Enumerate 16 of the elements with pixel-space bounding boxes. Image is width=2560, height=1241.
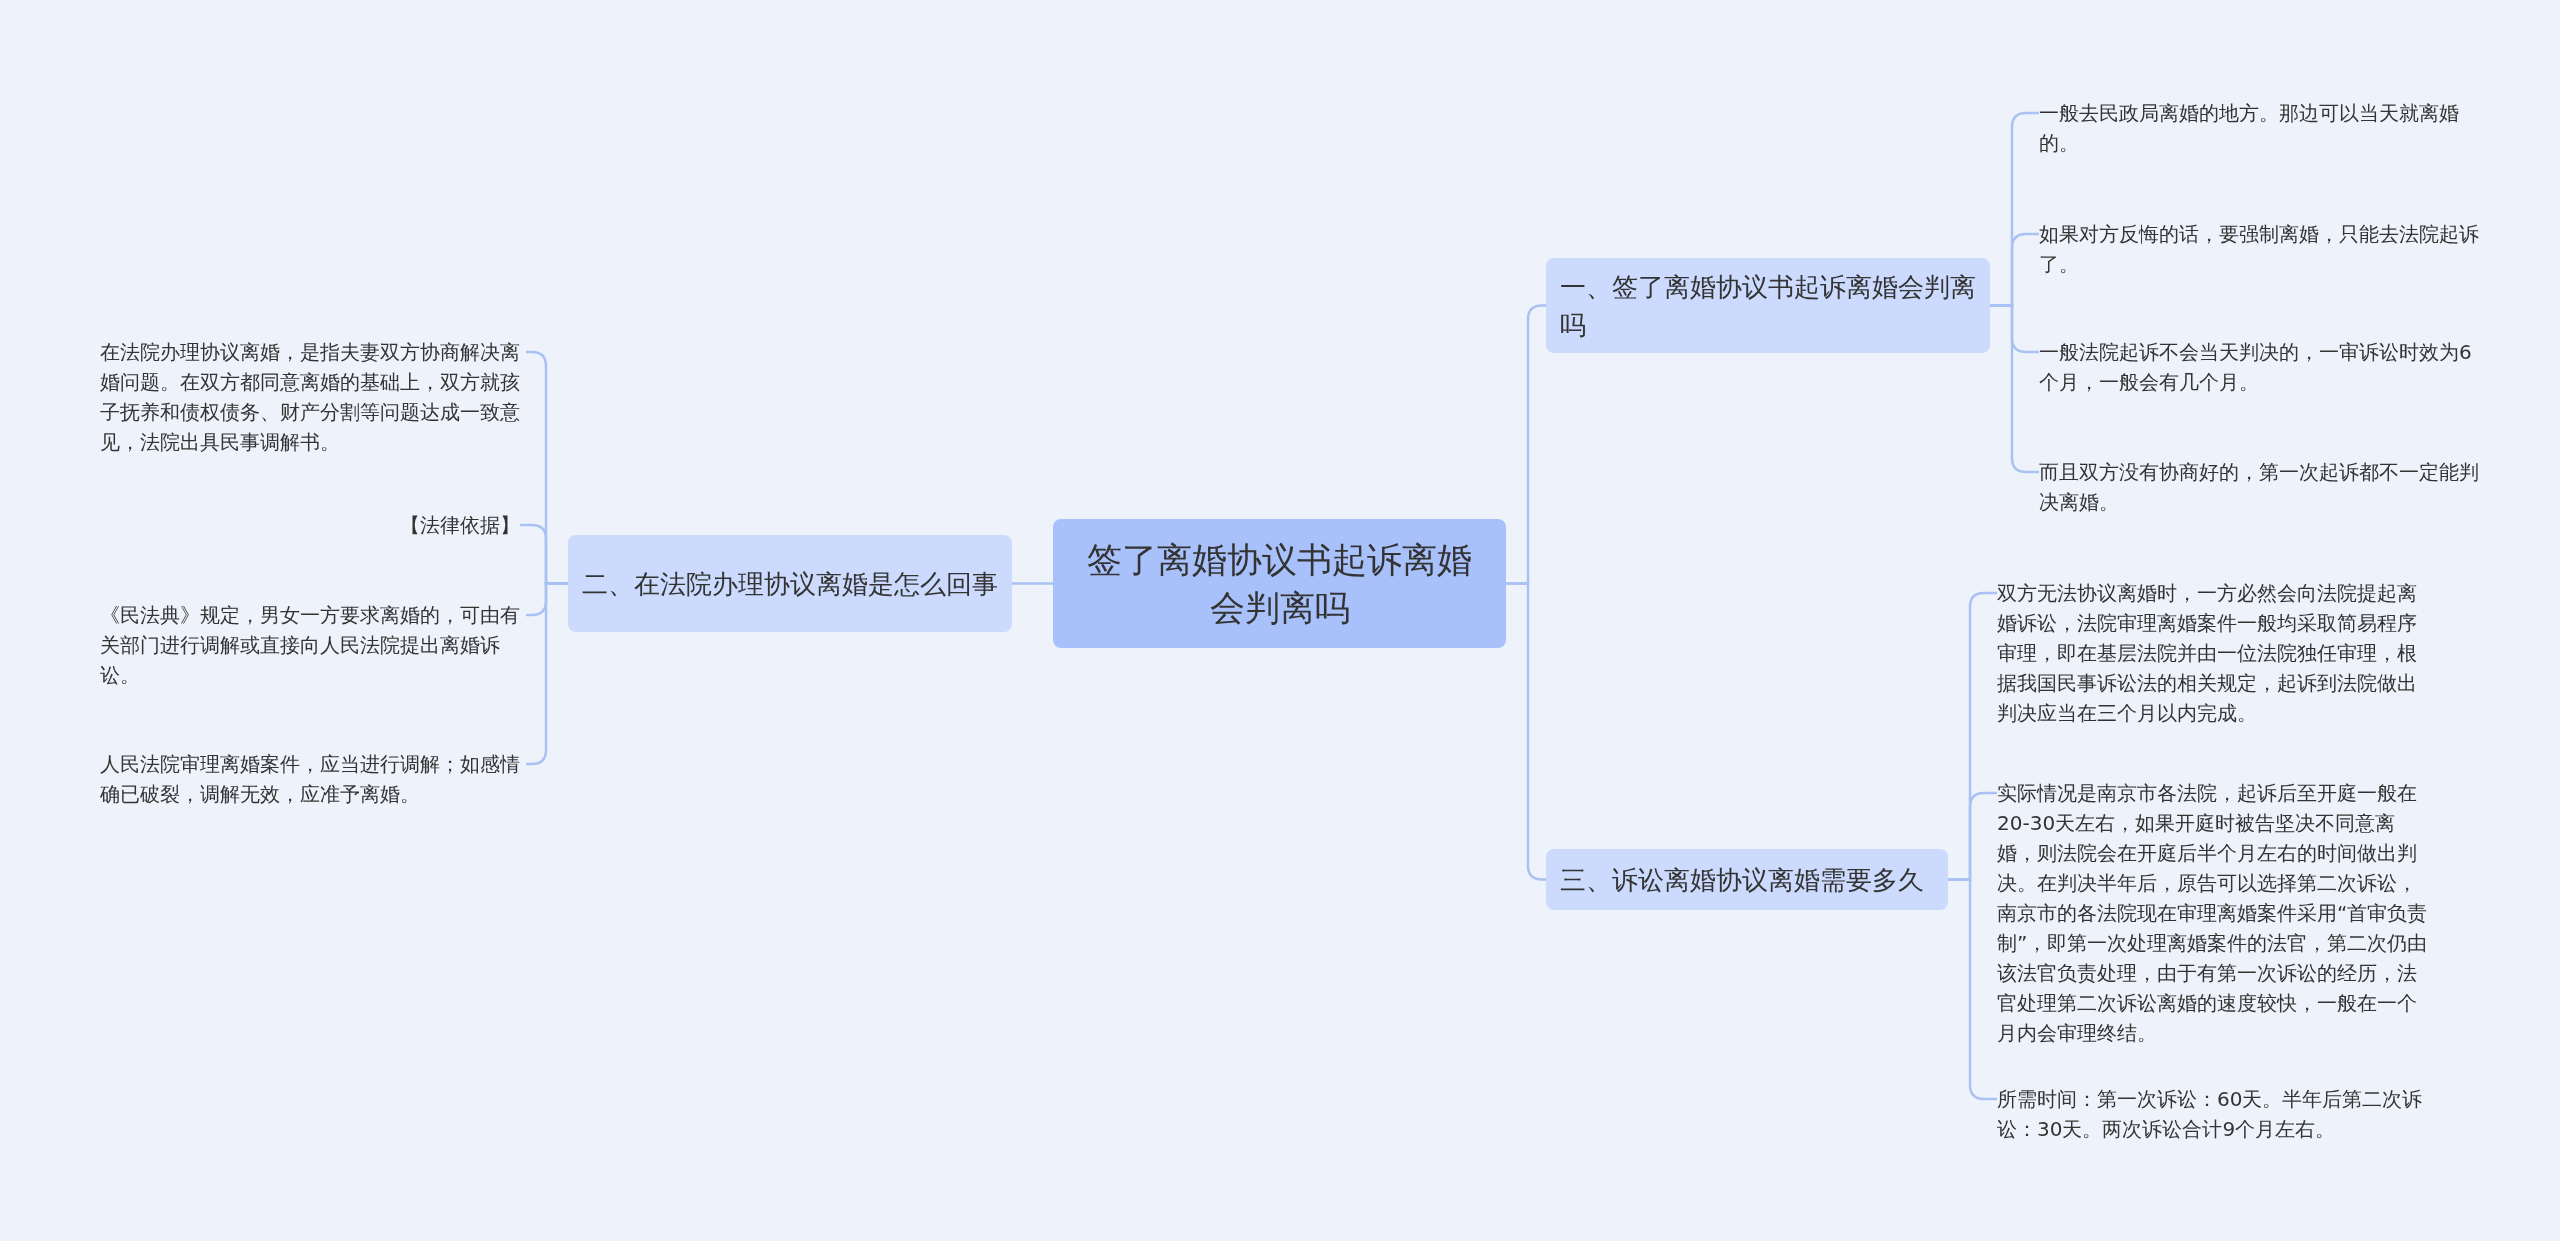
note-text: 【法律依据】 bbox=[400, 510, 520, 540]
note-text: 人民法院审理离婚案件，应当进行调解；如感情确已破裂，调解无效，应准予离婚。 bbox=[100, 749, 526, 809]
note-text: 而且双方没有协商好的，第一次起诉都不一定能判决离婚。 bbox=[2039, 457, 2479, 517]
branch-topic-box: 三、诉讼离婚协议离婚需要多久 bbox=[1546, 849, 1948, 910]
branch-topic-box: 一、签了离婚协议书起诉离婚会判离吗 bbox=[1546, 258, 1990, 353]
note-text: 在法院办理协议离婚，是指夫妻双方协商解决离婚问题。在双方都同意离婚的基础上，双方就孩子抚养和债权债务、财产分割等问题达成一致意见，法院出具民事调解书。 bbox=[100, 337, 526, 457]
note-text: 实际情况是南京市各法院，起诉后至开庭一般在20-30天左右，如果开庭时被告坚决不同意离婚，则法院会在开庭后半个月左右的时间做出判决。在判决半年后，原告可以选择第二次诉讼，南京市的各法院现在审理离婚案件采用“首审负责制”，即第一次处理离婚案件的法官，第二次仍由该法官负责处理，由于有第一次诉讼的经历，法官处理第二次诉讼离婚的速度较快，一般在一个月内会审理终结。 bbox=[1997, 778, 2433, 1048]
note-text: 所需时间：第一次诉讼：60天。半年后第二次诉讼：30天。两次诉讼合计9个月左右。 bbox=[1997, 1084, 2433, 1144]
note-text: 一般去民政局离婚的地方。那边可以当天就离婚的。 bbox=[2039, 98, 2479, 158]
note-text: 如果对方反悔的话，要强制离婚，只能去法院起诉了。 bbox=[2039, 219, 2479, 279]
central-topic-box: 签了离婚协议书起诉离婚会判离吗 bbox=[1053, 519, 1506, 648]
connector-line bbox=[1012, 582, 1053, 585]
branch-topic-box: 二、在法院办理协议离婚是怎么回事 bbox=[568, 535, 1012, 632]
note-text: 《民法典》规定，男女一方要求离婚的，可由有关部门进行调解或直接向人民法院提出离婚诉讼。 bbox=[100, 600, 526, 690]
note-text: 双方无法协议离婚时，一方必然会向法院提起离婚诉讼，法院审理离婚案件一般均采取简易程序审理，即在基层法院并由一位法院独任审理，根据我国民事诉讼法的相关规定，起诉到法院做出判决应当在三个月以内完成。 bbox=[1997, 578, 2433, 728]
note-text: 一般法院起诉不会当天判决的，一审诉讼时效为6个月，一般会有几个月。 bbox=[2039, 337, 2479, 397]
